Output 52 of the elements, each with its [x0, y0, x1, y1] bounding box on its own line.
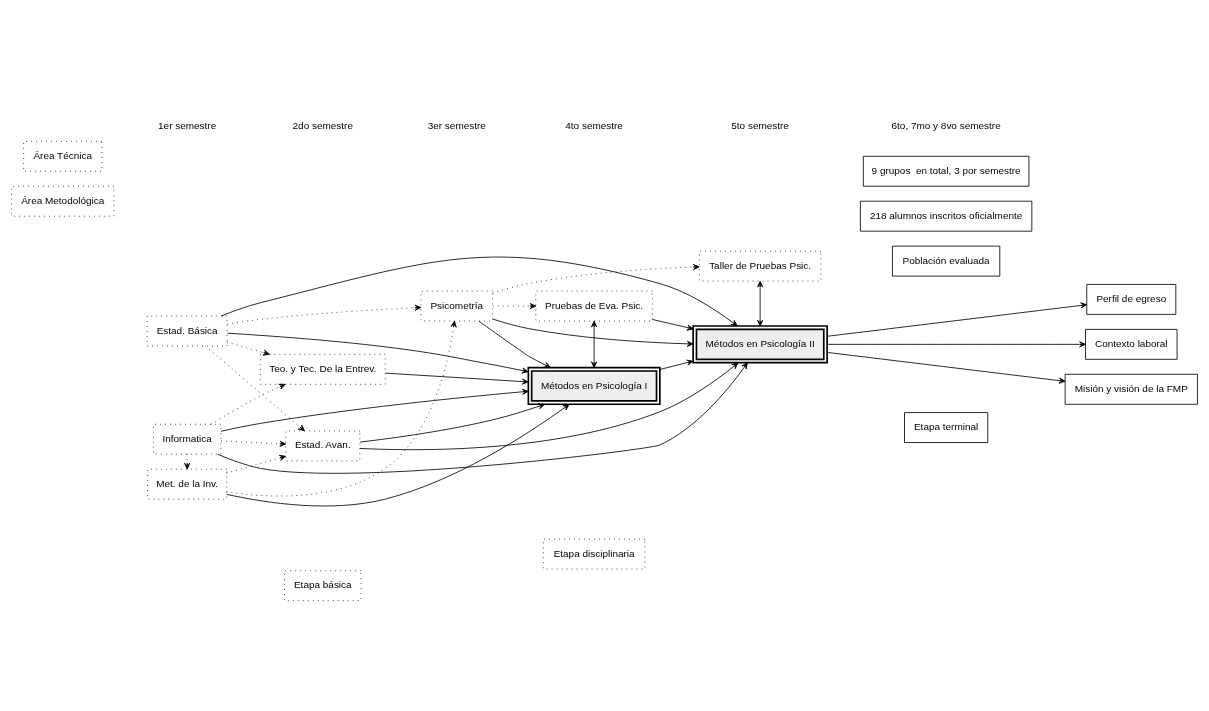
arrow [210, 383, 286, 425]
node-box: 9 grupos en total, 3 por semestre [862, 155, 1030, 187]
arrow [492, 263, 700, 294]
node-box: Área Metodológica [11, 185, 115, 217]
label: 4to semestre [565, 119, 623, 131]
node-box: Perfil de egreso [1086, 283, 1177, 315]
arrow [205, 345, 305, 431]
arrow [359, 402, 545, 442]
node-box: Estad. Avan. [285, 430, 361, 461]
label: 5to semestre [731, 119, 789, 131]
arrow [226, 341, 270, 356]
node-box: Taller de Pruebas Psic. [698, 250, 822, 281]
arrow [220, 388, 529, 432]
arrow [826, 301, 1088, 337]
node-box: Etapa básica [284, 569, 362, 601]
node-box: Población evaluada [892, 245, 1001, 277]
arrow [220, 256, 738, 326]
arrow [226, 320, 457, 496]
label: 1er semestre [158, 119, 217, 131]
arrow [226, 403, 570, 506]
node-box: Misión y visión de la FMP [1064, 373, 1198, 405]
node-box: 218 alumnos inscritos oficialmente [860, 200, 1033, 232]
arrow [757, 280, 764, 326]
arrow [217, 361, 748, 474]
arrow [826, 340, 1086, 347]
arrow [226, 304, 422, 324]
node-box: Etapa terminal [904, 411, 989, 443]
arrow [385, 372, 529, 385]
arrow [184, 453, 191, 469]
node-box: Contexto laboral [1085, 328, 1178, 360]
arrow [478, 320, 551, 368]
arrow [659, 359, 694, 370]
node-box: Teo. y Tec. De la Entrev. [259, 353, 386, 385]
arrow [226, 454, 286, 473]
arrow [359, 362, 739, 450]
arrow [492, 318, 694, 347]
arrow [826, 351, 1066, 384]
label: 6to, 7mo y 8vo semestre [891, 119, 1001, 131]
node-box: Met. de la Inv. [147, 468, 228, 500]
node-box: Pruebas de Eva. Psic. [535, 290, 653, 321]
arrow [492, 302, 537, 309]
arrow [652, 318, 694, 331]
arrow [226, 332, 529, 374]
node-box: Etapa disciplinaria [542, 538, 646, 569]
node-box: Informatica [153, 423, 222, 455]
node-box: Psicometría [420, 290, 493, 321]
arrow [220, 439, 287, 447]
label: 3er semestre [427, 119, 486, 131]
node-box: Área Técnica [23, 140, 103, 172]
arrow [591, 320, 598, 368]
node-box: Estad. Básica [146, 315, 228, 346]
label: 2do semestre [292, 119, 353, 131]
